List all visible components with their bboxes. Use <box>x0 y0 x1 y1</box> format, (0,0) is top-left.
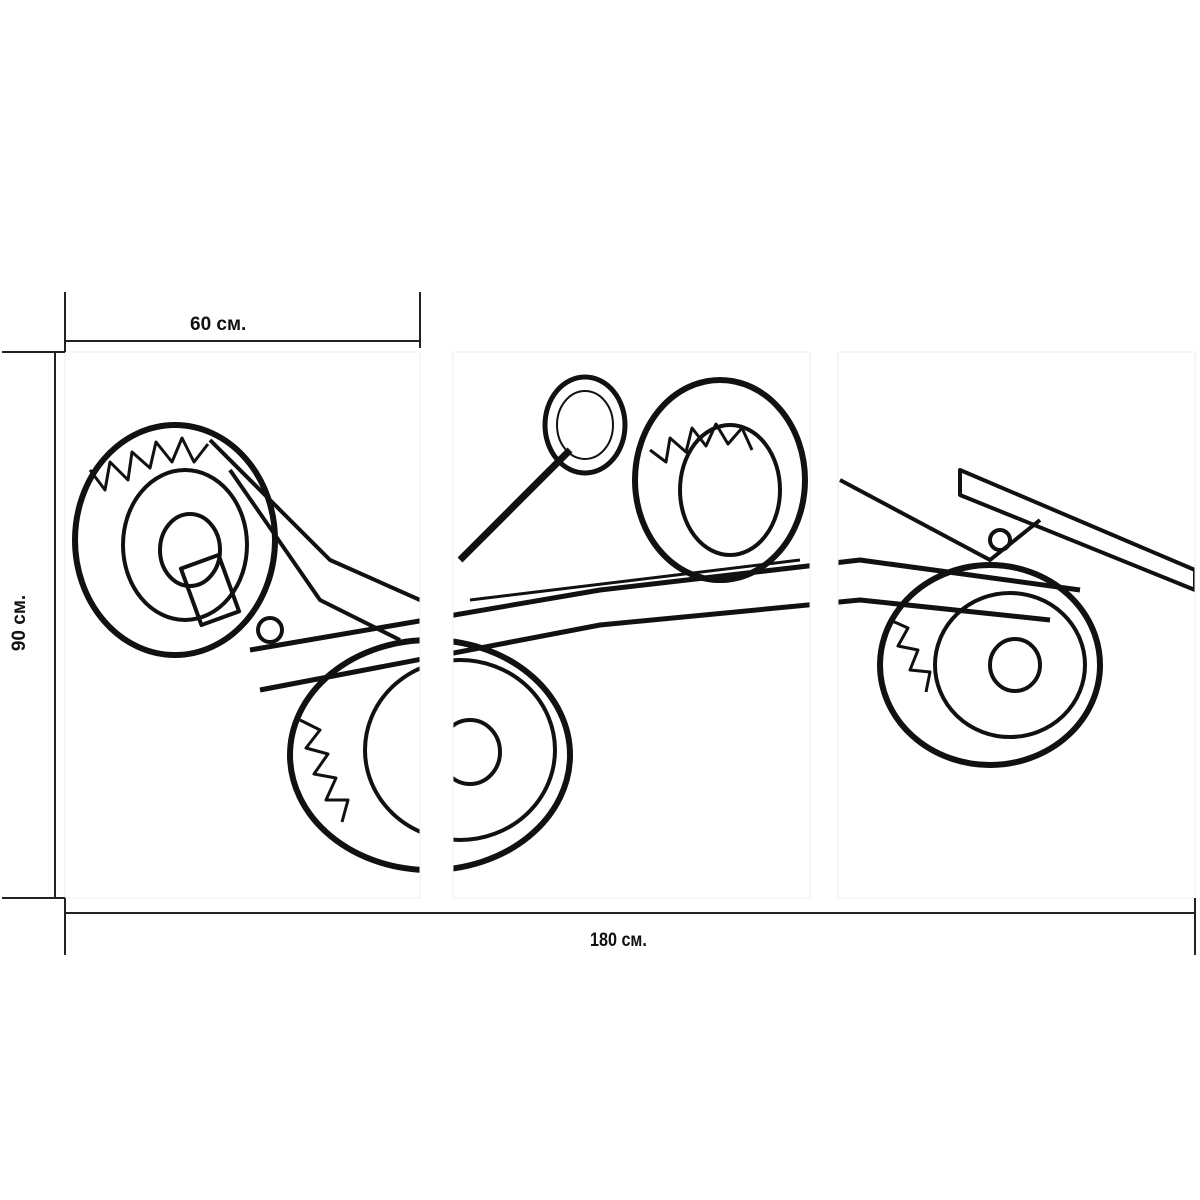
panel-gap <box>420 340 453 910</box>
wheel-rear-right <box>632 377 808 583</box>
wheel-front-right <box>877 562 1103 768</box>
panel-1 <box>64 351 421 899</box>
chassis-illustration <box>72 374 1197 873</box>
panel-gap <box>810 340 838 910</box>
steering-wheel <box>457 374 628 563</box>
wheel-rear-left <box>72 422 278 658</box>
total-width-label: 180 см. <box>590 930 647 951</box>
height-label: 90 см. <box>9 594 31 652</box>
panel-3 <box>837 351 1196 899</box>
panel-width-label: 60 см. <box>190 314 247 335</box>
panel-2 <box>452 351 811 899</box>
dimension-lines <box>2 292 1196 955</box>
